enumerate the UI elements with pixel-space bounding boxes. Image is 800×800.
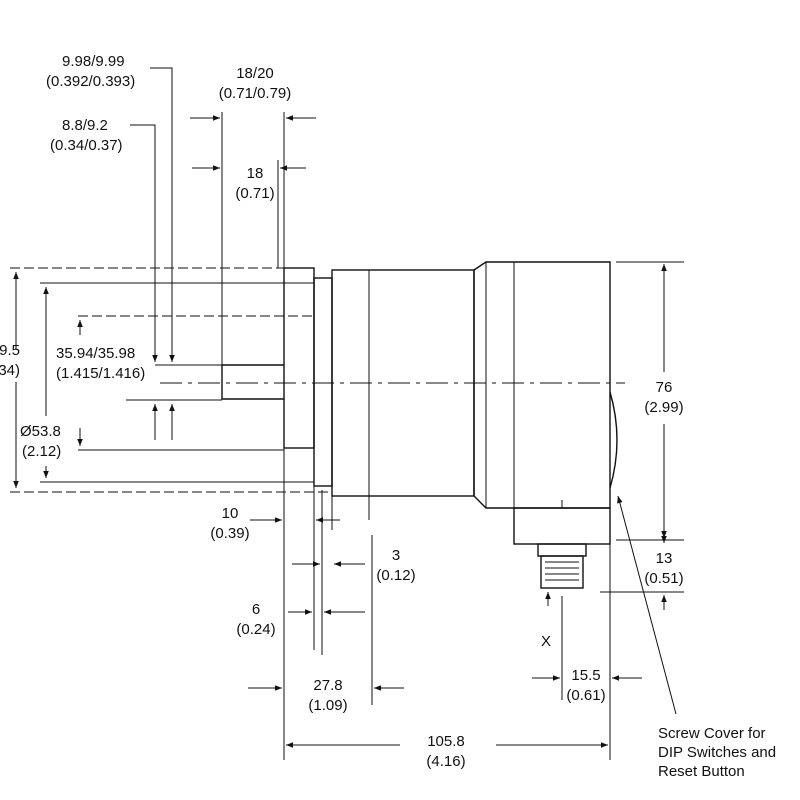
connector-x <box>537 543 587 589</box>
dim-6-mm: 6 <box>252 601 260 618</box>
dim-18-inch: (0.71) <box>235 185 274 202</box>
encoder-body <box>221 261 618 589</box>
dim-13-mm: 13 <box>656 550 673 567</box>
connector-x-label: X <box>541 633 551 650</box>
dim-3-inch: (0.12) <box>376 567 415 584</box>
pilot-ring <box>313 277 333 487</box>
dim-13-inch: (0.51) <box>644 570 683 587</box>
dim-8-8-mm: 8.8/9.2 <box>62 117 108 134</box>
dim-35-94-mm: 35.94/35.98 <box>56 345 135 362</box>
dim-3-mm: 3 <box>392 547 400 564</box>
screw-cover-note-line3: Reset Button <box>658 763 745 780</box>
dim-15-5-mm: 15.5 <box>571 667 600 684</box>
dim-9-98-mm: 9.98/9.99 <box>62 53 125 70</box>
dim-27-8-mm: 27.8 <box>313 677 342 694</box>
flange-plate <box>283 267 315 449</box>
rear-cap <box>473 261 611 509</box>
dim-10-mm: 10 <box>222 505 239 522</box>
screw-cover <box>609 391 618 489</box>
dim-9-98-inch: (0.392/0.393) <box>46 73 135 90</box>
dim-105-8-inch: (4.16) <box>426 753 465 770</box>
screw-cover-note-line2: DIP Switches and <box>658 744 776 761</box>
dim-dia59-5-inch: (2.34) <box>0 362 20 379</box>
dim-18-mm: 18 <box>247 165 264 182</box>
dim-105-8-mm: 105.8 <box>427 733 465 750</box>
dim-76-inch: (2.99) <box>644 399 683 416</box>
screw-cover-note-line1: Screw Cover for <box>658 725 766 742</box>
dim-76-mm: 76 <box>656 379 673 396</box>
dim-18-20-inch: (0.71/0.79) <box>219 85 292 102</box>
connector-block <box>513 507 611 545</box>
shaft <box>221 364 284 400</box>
dim-dia53-8-inch: (2.12) <box>22 443 61 460</box>
dim-8-8-inch: (0.34/0.37) <box>50 137 123 154</box>
dim-15-5-inch: (0.61) <box>566 687 605 704</box>
dim-27-8-inch: (1.09) <box>308 697 347 714</box>
dim-6-inch: (0.24) <box>236 621 275 638</box>
dim-10-inch: (0.39) <box>210 525 249 542</box>
dim-18-20-mm: 18/20 <box>236 65 274 82</box>
dim-35-94-inch: (1.415/1.416) <box>56 365 145 382</box>
dim-dia53-8-mm: Ø53.8 <box>20 423 61 440</box>
left-extensions <box>10 267 330 493</box>
dim-dia59-5-mm: Ø59.5 <box>0 342 20 359</box>
